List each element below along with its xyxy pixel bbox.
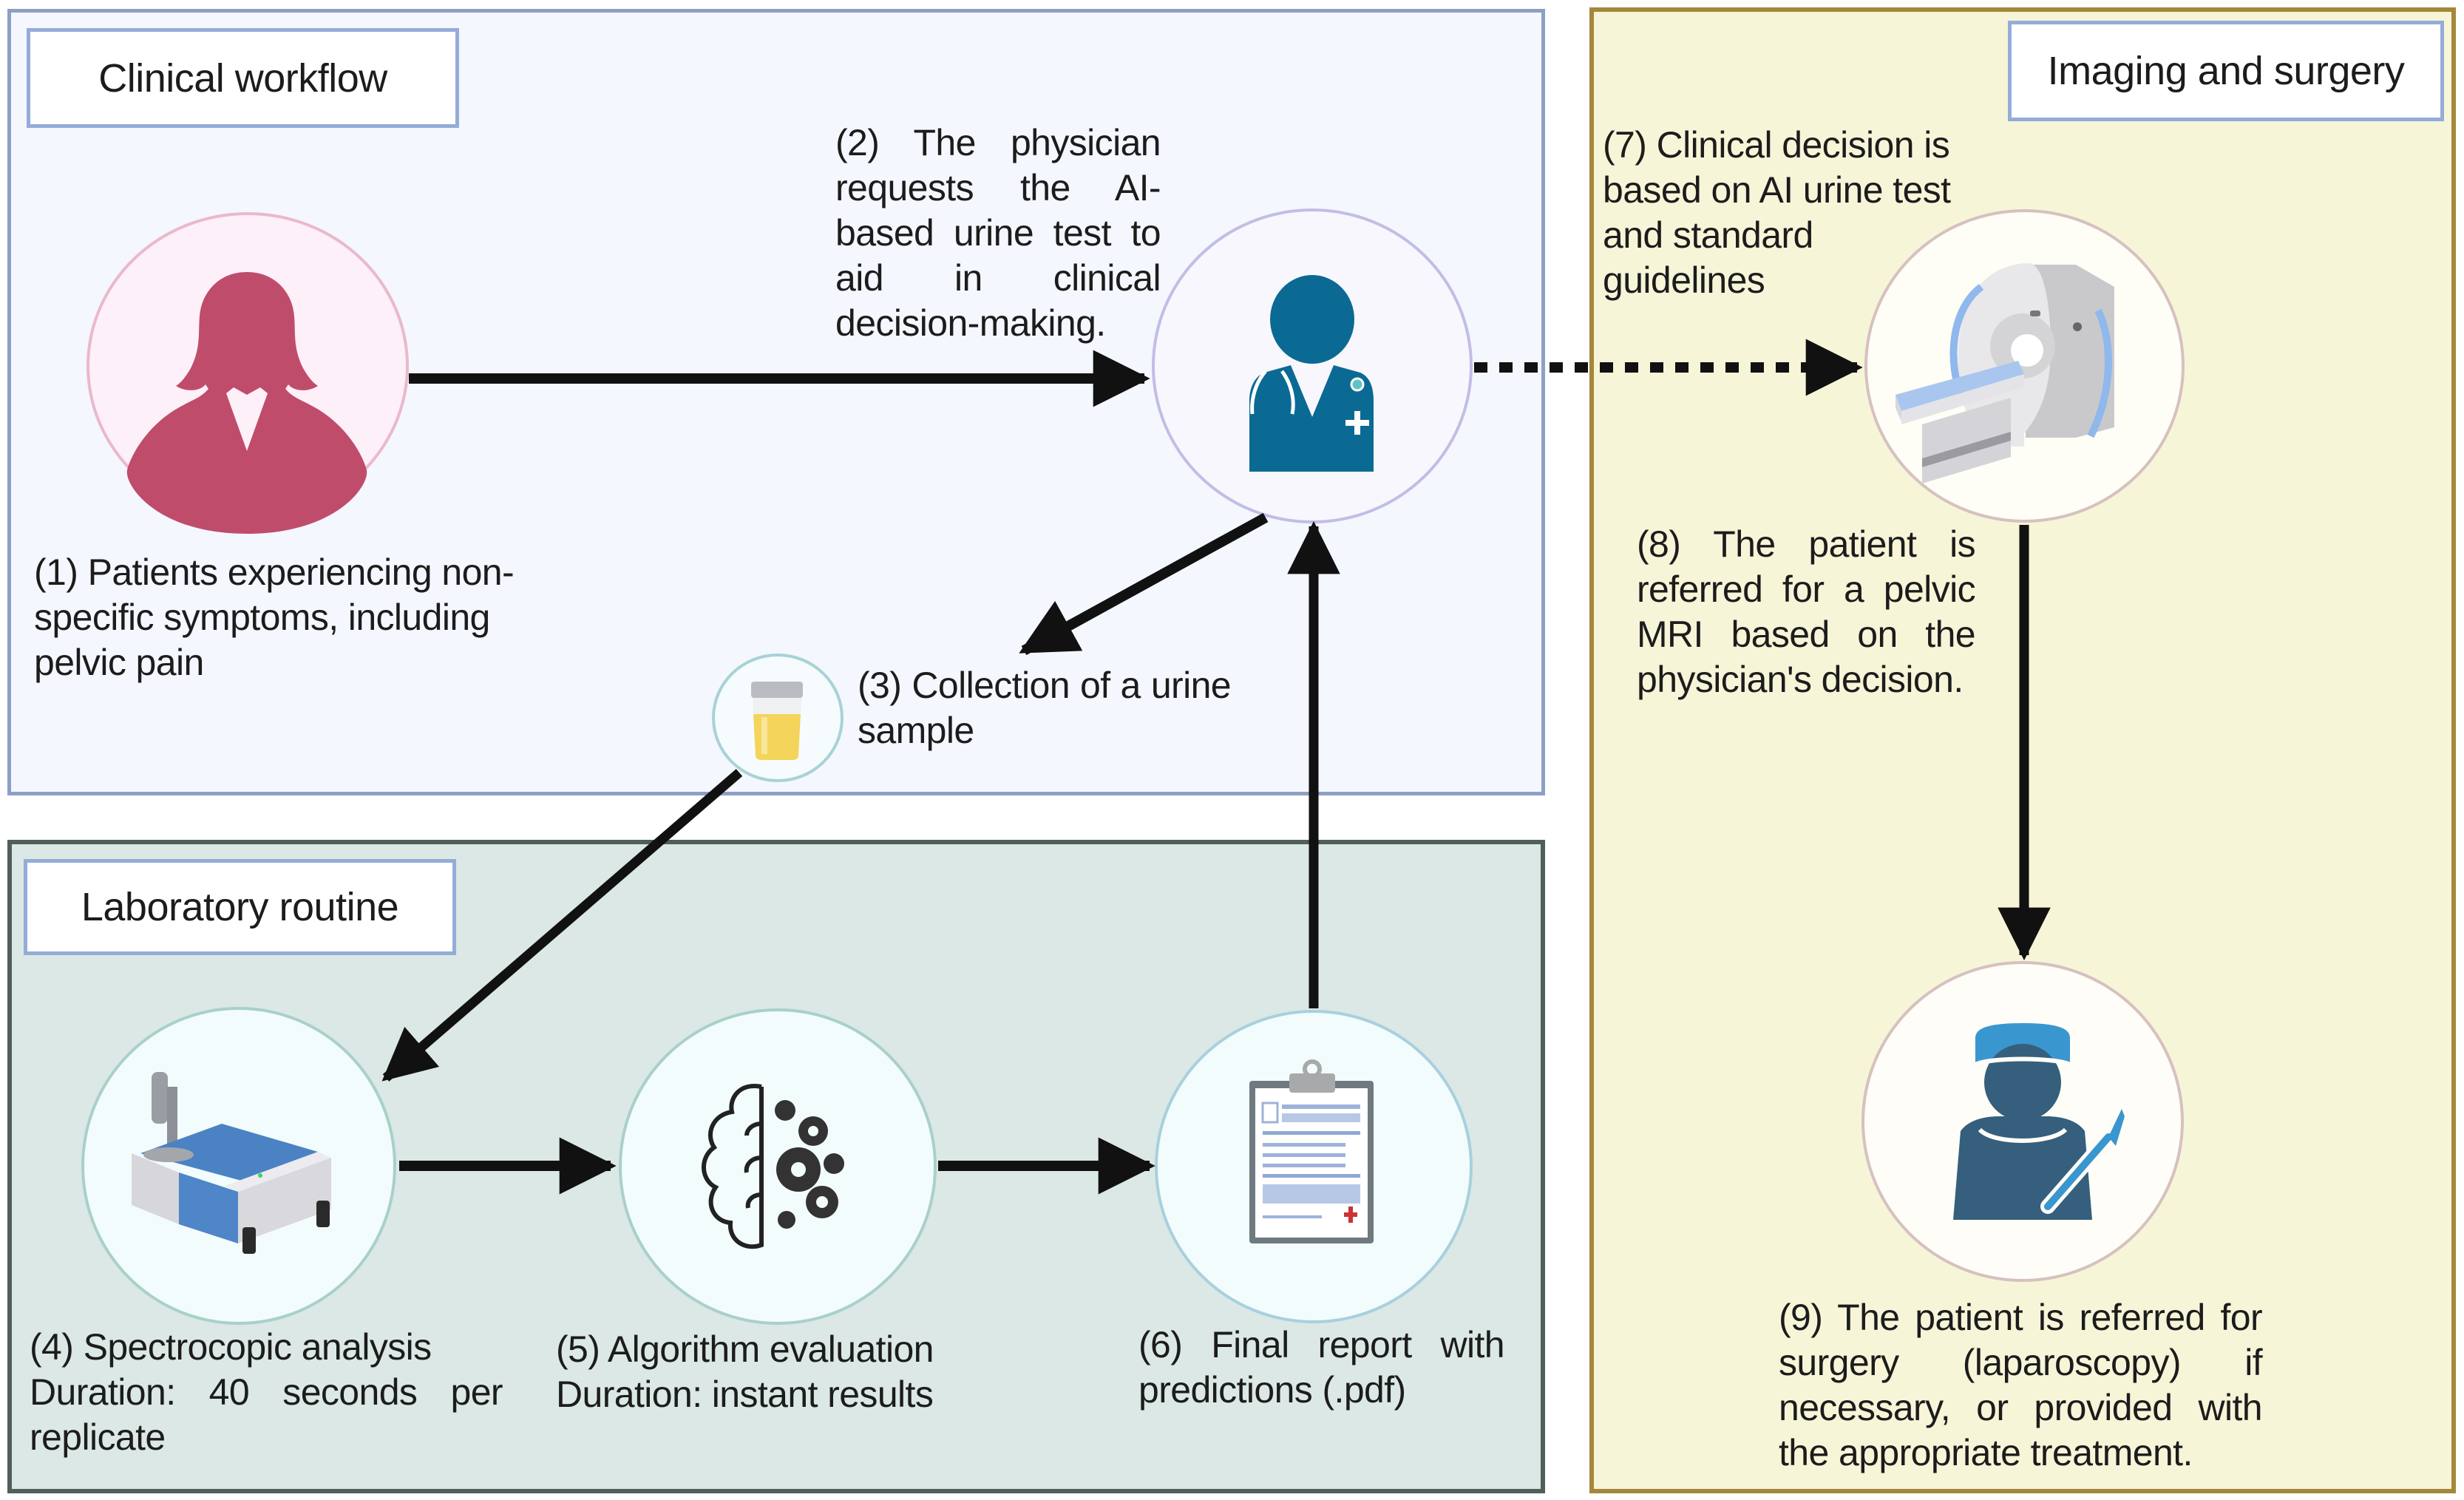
step-5-duration: Duration: instant results <box>556 1374 934 1415</box>
patient-woman-icon <box>126 272 367 534</box>
step-9-text: (9) The patient is referred for surgery … <box>1779 1297 2263 1473</box>
panel-title-imaging: Imaging and surgery <box>2008 21 2444 121</box>
brain-gears-icon <box>702 1084 764 1249</box>
panel-title-clinical: Clinical workflow <box>27 28 459 128</box>
step-4-text: (4) Spectrocopic analysis Duration: 40 s… <box>30 1325 503 1460</box>
step-7-text: (7) Clinical decision is based on AI uri… <box>1603 124 1951 301</box>
gears-icon <box>775 1100 844 1229</box>
mri-scanner-icon <box>1895 263 2114 483</box>
panel-title-clinical-text: Clinical workflow <box>98 55 387 101</box>
step-5-title: (5) Algorithm evaluation <box>556 1328 934 1370</box>
urine-sample-cup-icon <box>751 682 803 760</box>
step-8-text: (8) The patient is referred for a pelvic… <box>1637 523 1976 700</box>
clipboard-report-icon <box>1249 1059 1374 1243</box>
panel-title-lab-text: Laboratory routine <box>81 885 399 929</box>
step-1-text: (1) Patients experiencing non-specific s… <box>34 552 515 683</box>
surgeon-icon <box>1953 1023 2125 1220</box>
step-4-title: (4) Spectrocopic analysis <box>30 1326 432 1368</box>
step-2-text: (2) The physician requests the AI-based … <box>835 122 1161 344</box>
arrow-3-to-4 <box>381 769 743 1082</box>
physician-icon <box>1249 275 1374 472</box>
step-3-text: (3) Collection of a urine sample <box>858 665 1232 751</box>
panel-title-imaging-text: Imaging and surgery <box>2047 49 2405 93</box>
spectrometer-icon <box>132 1072 331 1254</box>
step-6-text: (6) Final report with predictions (.pdf) <box>1138 1324 1505 1411</box>
step-6-circle <box>1155 1010 1473 1323</box>
panel-title-lab: Laboratory routine <box>24 859 456 955</box>
step-5-text: (5) Algorithm evaluation Duration: insta… <box>556 1327 999 1417</box>
arrow-2-to-3 <box>1019 512 1269 656</box>
step-4-duration: Duration: 40 seconds per replicate <box>30 1371 503 1458</box>
